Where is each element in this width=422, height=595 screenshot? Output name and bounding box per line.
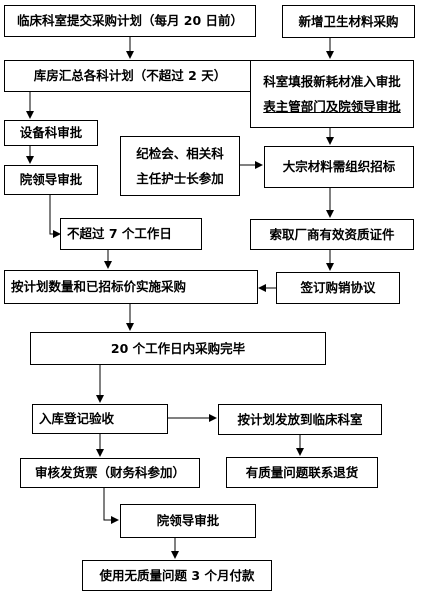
- node-department-application-line1: 科室填报新耗材准入审批: [263, 74, 401, 89]
- node-bulk-material-tender: 大宗材料需组织招标: [264, 146, 414, 188]
- node-distribute-to-departments: 按计划发放到临床科室: [218, 404, 382, 435]
- node-new-medical-material: 新增卫生材料采购: [282, 5, 415, 38]
- node-quality-return: 有质量问题联系退货: [226, 457, 378, 488]
- node-discipline-committee-line1: 纪检会、相关科: [136, 146, 224, 161]
- node-hospital-leader-approval-2: 院领导审批: [120, 504, 256, 538]
- node-department-application-line2: 表主管部门及院领导审批: [263, 99, 401, 114]
- node-within-7-workdays: 不超过 7 个工作日: [60, 218, 202, 250]
- node-complete-in-20-workdays: 20 个工作日内采购完毕: [30, 332, 326, 365]
- edge-n4-n5: [49, 195, 61, 238]
- node-submit-purchase-plan: 临床科室提交采购计划（每月 20 日前）: [4, 5, 256, 37]
- node-equipment-dept-approval: 设备科审批: [4, 120, 98, 146]
- node-sign-purchase-agreement: 签订购销协议: [276, 272, 400, 304]
- node-warehouse-inspection: 入库登记验收: [32, 404, 168, 434]
- node-hospital-leader-approval-1: 院领导审批: [4, 165, 98, 195]
- edge-n10-n12: [103, 488, 119, 524]
- node-discipline-committee-line2: 主任护士长参加: [136, 171, 224, 186]
- node-vendor-qualifications: 索取厂商有效资质证件: [250, 219, 414, 250]
- node-invoice-review: 审核发货票（财务科参加）: [20, 458, 200, 488]
- node-department-application: 科室填报新耗材准入审批 表主管部门及院领导审批: [250, 60, 414, 128]
- node-warehouse-summary: 库房汇总各科计划（不超过 2 天）: [4, 60, 256, 92]
- node-purchase-by-plan: 按计划数量和已招标价实施采购: [4, 270, 258, 304]
- node-payment-after-3-months: 使用无质量问题 3 个月付款: [82, 560, 272, 591]
- node-discipline-committee: 纪检会、相关科 主任护士长参加: [120, 136, 240, 196]
